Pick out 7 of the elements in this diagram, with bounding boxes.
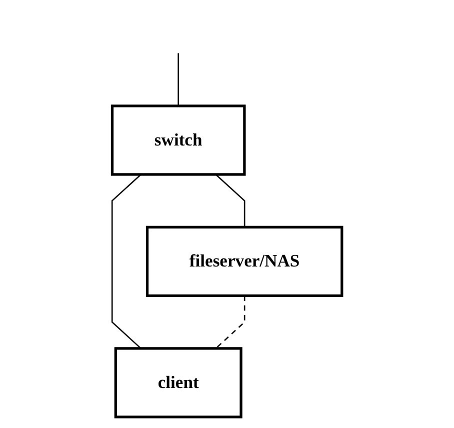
connector xyxy=(215,296,246,349)
connector xyxy=(215,174,246,228)
node-box: switch xyxy=(110,104,246,176)
node-box: fileserver/NAS xyxy=(146,226,344,298)
connector xyxy=(178,53,179,106)
node-box: client xyxy=(114,347,242,418)
connector xyxy=(111,174,142,349)
